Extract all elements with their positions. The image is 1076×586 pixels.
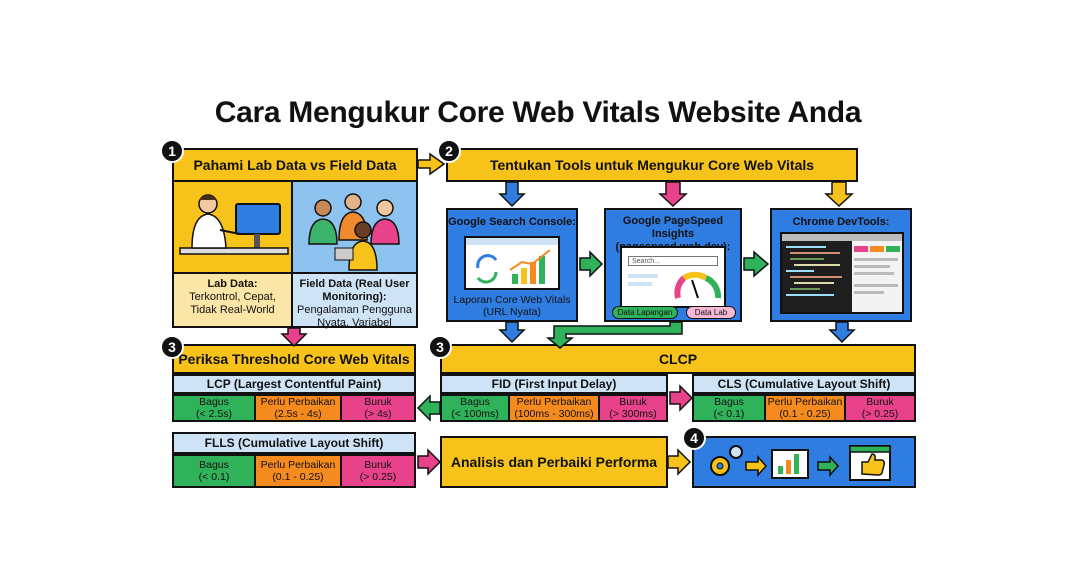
step2-heading: Tentukan Tools untuk Mengukur Core Web V…: [446, 148, 858, 182]
step1-badge: 1: [160, 139, 184, 163]
fid-good: Bagus(< 100ms): [440, 394, 510, 422]
lcp-label: LCP (Largest Contentful Paint): [172, 374, 416, 394]
thumbs-up-icon: [849, 445, 891, 481]
step3a-badge: 3: [160, 335, 184, 359]
step4-box: [692, 436, 916, 488]
arrow-gsc-psi: [579, 250, 604, 278]
devtools-title: Chrome DevTools:: [792, 216, 890, 228]
code-panel-icon: [782, 234, 902, 312]
psi-lab-data-pill: Data Lab: [686, 306, 736, 319]
field-illustration: [293, 182, 416, 272]
cls-bad: Buruk(> 0.25): [844, 394, 916, 422]
chart-icon: [466, 238, 558, 284]
arrow-devtools-down: [828, 321, 856, 344]
optimize-flow-icon: [710, 445, 891, 481]
cls-label: CLS (Cumulative Layout Shift): [692, 374, 916, 394]
step2-badge: 2: [437, 139, 461, 163]
field-title: Field Data (Real User Monitoring):: [299, 278, 410, 303]
lab-scientist-icon: [179, 194, 289, 255]
arrow-to-gsc: [498, 181, 526, 208]
lcp-bad: Buruk(> 4s): [340, 394, 416, 422]
devtools-screen: [780, 232, 904, 314]
field-caption: Field Data (Real User Monitoring): Penga…: [293, 272, 416, 329]
psi-screen: Search...: [620, 246, 726, 308]
lab-illustration: [174, 182, 293, 272]
fid-label: FID (First Input Delay): [440, 374, 668, 394]
gsc-title: Google Search Console:: [448, 216, 576, 228]
gsc-caption: Laporan Core Web Vitals (URL Nyata): [453, 294, 571, 318]
devtools-tool-box: Chrome DevTools:: [770, 208, 912, 322]
step3b-badge: 3: [428, 335, 452, 359]
page-title: Cara Mengukur Core Web Vitals Website An…: [214, 96, 862, 129]
lcp-mid: Perlu Perbaikan(2.5s - 4s): [254, 394, 342, 422]
gauge-icon: [628, 271, 722, 299]
flls-bad: Buruk(> 0.25): [340, 454, 416, 488]
gear-icon: [710, 445, 743, 476]
lcp-good: Bagus(< 2.5s): [172, 394, 256, 422]
psi-tool-box: Google PageSpeed Insights (pagespeed.web…: [604, 208, 742, 322]
lab-title: Lab Data:: [207, 278, 258, 290]
step1-heading: Pahami Lab Data vs Field Data: [172, 148, 418, 182]
fid-bad: Buruk(> 300ms): [598, 394, 668, 422]
analysis-box: Analisis dan Perbaiki Performa: [440, 436, 668, 488]
arrow-analysis-step4: [667, 448, 692, 476]
lab-caption: Lab Data: Terkontrol, Cepat, Tidak Real-…: [174, 272, 293, 326]
psi-field-data-pill: Data Lapangan: [612, 306, 678, 319]
cls-mid: Perlu Perbaikan(0.1 - 0.25): [764, 394, 846, 422]
arrow-flls-analysis: [417, 448, 442, 476]
users-group-icon: [308, 193, 400, 271]
lab-desc: Terkontrol, Cepat, Tidak Real-World: [189, 291, 276, 316]
arrow-to-devtools: [824, 181, 854, 208]
step3b-heading: CLCP: [440, 344, 916, 374]
arrow-to-psi: [658, 181, 688, 208]
arrow-psi-devtools: [743, 250, 770, 278]
arrow-fid-cls: [669, 384, 694, 412]
step3a-heading: Periksa Threshold Core Web Vitals: [172, 344, 416, 374]
fid-mid: Perlu Perbaikan(100ms - 300ms): [508, 394, 600, 422]
arrow-gsc-down: [498, 321, 526, 344]
psi-search-input[interactable]: Search...: [628, 256, 718, 266]
gsc-tool-box: Google Search Console: Laporan Core Web …: [446, 208, 578, 322]
flls-mid: Perlu Perbaikan(0.1 - 0.25): [254, 454, 342, 488]
cls-good: Bagus(< 0.1): [692, 394, 766, 422]
step4-badge: 4: [682, 426, 706, 450]
gsc-screen: [464, 236, 560, 290]
field-desc: Pengalaman Pengguna Nyata, Variabel: [297, 304, 412, 329]
flls-label: FLLS (Cumulative Layout Shift): [172, 432, 416, 454]
arrow-fid-lcp: [416, 394, 441, 422]
flls-good: Bagus(< 0.1): [172, 454, 256, 488]
